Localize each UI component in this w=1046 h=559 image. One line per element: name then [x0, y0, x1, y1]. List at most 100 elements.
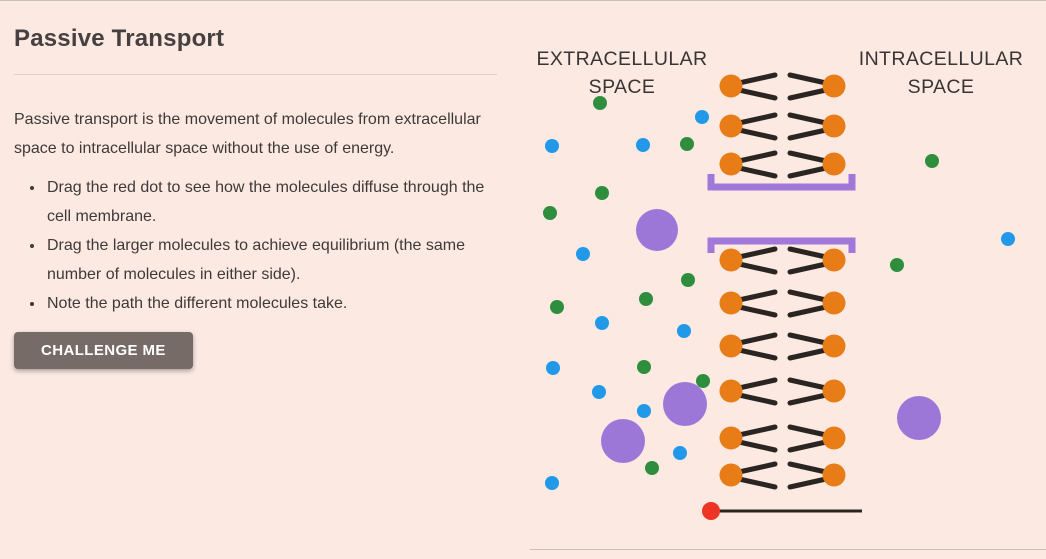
- phospholipid-head: [822, 463, 846, 487]
- phospholipid-tail: [787, 332, 829, 346]
- large-purple-molecule[interactable]: [636, 209, 678, 251]
- phospholipid: [719, 289, 778, 318]
- phospholipid: [719, 150, 778, 179]
- phospholipid-head: [719, 379, 743, 403]
- phospholipid-tail: [787, 72, 829, 86]
- phospholipid-tail: [787, 246, 829, 260]
- phospholipid-tail: [736, 87, 778, 101]
- phospholipid-tail: [787, 424, 829, 438]
- green-molecule: [543, 206, 557, 220]
- phospholipid-tail: [736, 347, 778, 361]
- phospholipid-head: [822, 291, 846, 315]
- phospholipid-tail: [736, 392, 778, 406]
- phospholipid-tail: [736, 246, 778, 260]
- instruction-item-drag-larger-molecules: Drag the larger molecules to achieve equ…: [45, 231, 507, 289]
- blue-molecule: [637, 404, 651, 418]
- phospholipid-head: [719, 114, 743, 138]
- phospholipid: [787, 246, 846, 275]
- red-dot-handle[interactable]: [702, 502, 720, 520]
- extracellular-space-label: EXTRACELLULAR SPACE: [536, 48, 708, 98]
- phospholipid-head: [719, 426, 743, 450]
- phospholipid: [787, 377, 846, 406]
- phospholipid: [787, 424, 846, 453]
- diagram-bottom-divider: [530, 549, 1046, 550]
- phospholipid: [719, 246, 778, 275]
- green-molecule: [925, 154, 939, 168]
- green-molecule: [681, 273, 695, 287]
- green-molecule: [680, 137, 694, 151]
- phospholipid-tail: [736, 261, 778, 275]
- large-purple-molecule[interactable]: [601, 419, 645, 463]
- page-title: Passive Transport: [14, 25, 225, 52]
- phospholipid: [787, 332, 846, 361]
- phospholipid-head: [719, 334, 743, 358]
- phospholipid: [787, 461, 846, 490]
- intro-text: Passive transport is the movement of mol…: [14, 111, 481, 157]
- green-molecule: [593, 96, 607, 110]
- phospholipid-tail: [787, 304, 829, 318]
- phospholipid-head: [822, 379, 846, 403]
- phospholipid-tail: [787, 112, 829, 126]
- phospholipid-tail: [736, 439, 778, 453]
- green-molecule: [637, 360, 651, 374]
- phospholipid: [719, 332, 778, 361]
- phospholipid-tail: [736, 150, 778, 164]
- intracellular-space-label: INTRACELLULAR SPACE: [858, 48, 1024, 98]
- blue-molecule: [546, 361, 560, 375]
- blue-molecule: [592, 385, 606, 399]
- phospholipid: [719, 72, 778, 101]
- phospholipid-tail: [787, 127, 829, 141]
- phospholipid-tail: [787, 392, 829, 406]
- instruction-list: Drag the red dot to see how the molecule…: [14, 173, 507, 318]
- blue-molecule: [677, 324, 691, 338]
- phospholipid: [787, 150, 846, 179]
- phospholipid-tail: [787, 289, 829, 303]
- diagram-canvas: [543, 72, 1015, 520]
- phospholipid-tail: [787, 476, 829, 490]
- phospholipid-head: [822, 334, 846, 358]
- phospholipid-tail: [787, 165, 829, 179]
- phospholipid: [787, 112, 846, 141]
- phospholipid-head: [719, 152, 743, 176]
- phospholipid-head: [822, 74, 846, 98]
- phospholipid: [719, 461, 778, 490]
- phospholipid-head: [719, 291, 743, 315]
- phospholipid-tail: [787, 439, 829, 453]
- phospholipid-head: [822, 426, 846, 450]
- phospholipid-head: [822, 114, 846, 138]
- green-molecule: [890, 258, 904, 272]
- green-molecule: [645, 461, 659, 475]
- phospholipid: [719, 424, 778, 453]
- phospholipid-tail: [787, 150, 829, 164]
- blue-molecule: [576, 247, 590, 261]
- phospholipid-tail: [736, 127, 778, 141]
- phospholipid-tail: [736, 332, 778, 346]
- large-purple-molecule[interactable]: [897, 396, 941, 440]
- phospholipid-tail: [736, 304, 778, 318]
- phospholipid-tail: [787, 347, 829, 361]
- phospholipid-head: [719, 248, 743, 272]
- phospholipid-head: [719, 74, 743, 98]
- blue-molecule: [695, 110, 709, 124]
- channel-protein-top: [707, 174, 856, 191]
- phospholipid-head: [822, 152, 846, 176]
- green-molecule: [595, 186, 609, 200]
- blue-molecule: [1001, 232, 1015, 246]
- phospholipid-tail: [736, 72, 778, 86]
- green-molecule: [550, 300, 564, 314]
- blue-molecule: [595, 316, 609, 330]
- phospholipid-tail: [736, 461, 778, 475]
- blue-molecule: [673, 446, 687, 460]
- challenge-me-button[interactable]: CHALLENGE ME: [14, 332, 193, 369]
- green-molecule: [639, 292, 653, 306]
- blue-molecule: [545, 139, 559, 153]
- phospholipid-tail: [787, 377, 829, 391]
- blue-molecule: [636, 138, 650, 152]
- phospholipid-tail: [736, 289, 778, 303]
- large-purple-molecule[interactable]: [663, 382, 707, 426]
- phospholipid: [719, 377, 778, 406]
- phospholipid-head: [719, 463, 743, 487]
- phospholipid-tail: [736, 165, 778, 179]
- phospholipid-tail: [736, 424, 778, 438]
